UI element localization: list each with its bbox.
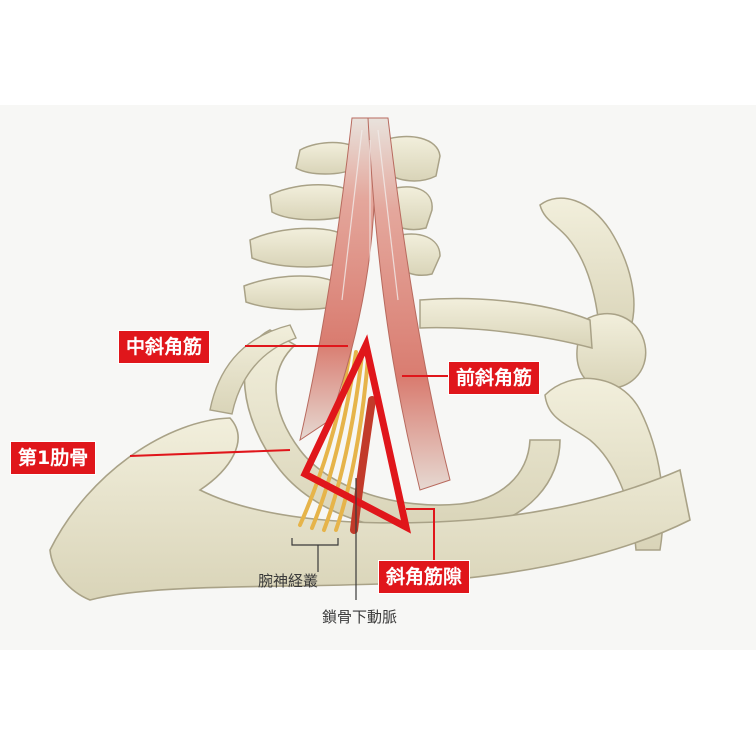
anterior-scalene-muscle xyxy=(367,117,451,491)
label-first-rib: 第1肋骨 xyxy=(10,441,97,475)
upper-rib-arc xyxy=(209,324,297,415)
label-anterior-scalene: 前斜角筋 xyxy=(448,361,541,395)
label-brachial-plexus: 腕神経叢 xyxy=(258,572,319,590)
label-middle-scalene: 中斜角筋 xyxy=(118,330,211,364)
leader-scalene-gap xyxy=(406,508,435,560)
label-scalene-gap: 斜角筋隙 xyxy=(378,560,471,594)
leader-lines-dark xyxy=(291,478,357,600)
leader-lines xyxy=(129,345,448,560)
label-subclavian-artery: 鎖骨下動脈 xyxy=(322,608,398,626)
muscle-tendon-lines xyxy=(341,129,399,301)
leader-first-rib xyxy=(129,449,291,457)
lower-rib xyxy=(49,417,691,601)
bracket-brachial-plexus xyxy=(291,538,339,546)
